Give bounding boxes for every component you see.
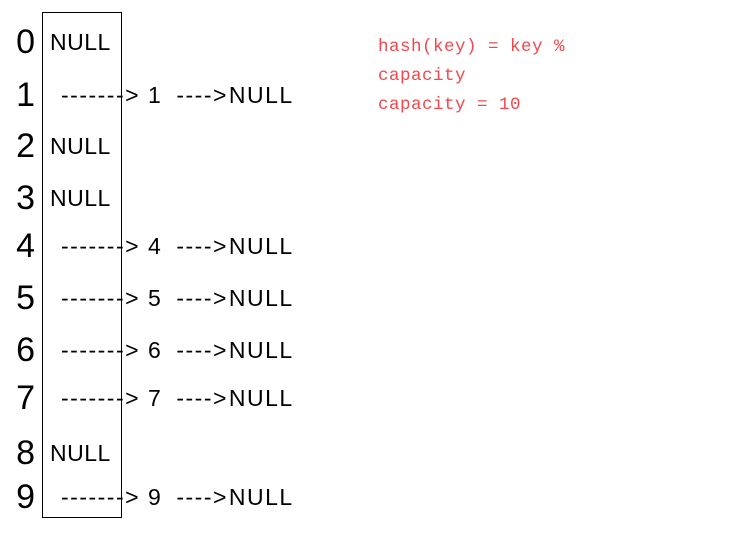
bucket-index: 9 — [16, 478, 35, 516]
bucket-chain: -------> 7 ----> NULL — [61, 385, 294, 412]
bucket-array-box — [42, 12, 122, 518]
bucket-empty-label: NULL — [50, 184, 111, 211]
node-value: 9 — [148, 483, 163, 510]
bucket-row-1: 1 -------> 1 ----> NULL — [0, 73, 294, 117]
bucket-empty-label: NULL — [50, 28, 111, 55]
hash-function-note: hash(key) = key % capacity capacity = 10 — [378, 33, 565, 120]
null-terminator: NULL — [228, 232, 294, 259]
null-terminator: NULL — [228, 81, 294, 108]
node-value: 6 — [148, 336, 163, 363]
null-terminator: NULL — [228, 336, 294, 363]
bucket-row-6: 6 -------> 6 ----> NULL — [0, 328, 294, 372]
bucket-index: 3 — [16, 179, 35, 217]
bucket-row-5: 5 -------> 5 ----> NULL — [0, 276, 294, 320]
pointer-arrow: -------> — [61, 336, 141, 363]
hash-function-line: capacity = 10 — [378, 95, 522, 115]
bucket-row-8: 8 NULL — [0, 431, 111, 475]
bucket-row-3: 3 NULL — [0, 176, 111, 220]
hash-function-line: hash(key) = key % — [378, 37, 566, 57]
bucket-index: 4 — [16, 227, 35, 265]
bucket-row-2: 2 NULL — [0, 124, 111, 168]
bucket-index: 2 — [16, 127, 35, 165]
bucket-chain: -------> 1 ----> NULL — [61, 82, 294, 109]
node-value: 5 — [148, 284, 163, 311]
bucket-row-4: 4 -------> 4 ----> NULL — [0, 224, 294, 268]
bucket-chain: -------> 6 ----> NULL — [61, 337, 294, 364]
pointer-arrow: -------> — [61, 232, 141, 259]
next-arrow: ----> — [176, 384, 228, 411]
null-terminator: NULL — [228, 483, 294, 510]
node-value: 7 — [148, 384, 163, 411]
next-arrow: ----> — [176, 81, 228, 108]
null-terminator: NULL — [228, 284, 294, 311]
bucket-index: 1 — [16, 76, 35, 114]
bucket-index: 6 — [16, 331, 35, 369]
next-arrow: ----> — [176, 336, 228, 363]
next-arrow: ----> — [176, 232, 228, 259]
bucket-chain: -------> 4 ----> NULL — [61, 233, 294, 260]
hash-function-line: capacity — [378, 66, 467, 86]
bucket-index: 5 — [16, 279, 35, 317]
next-arrow: ----> — [176, 284, 228, 311]
null-terminator: NULL — [228, 384, 294, 411]
node-value: 4 — [148, 232, 163, 259]
bucket-row-7: 7 -------> 7 ----> NULL — [0, 376, 294, 420]
pointer-arrow: -------> — [61, 81, 141, 108]
next-arrow: ----> — [176, 483, 228, 510]
bucket-empty-label: NULL — [50, 439, 111, 466]
bucket-row-0: 0 NULL — [0, 20, 111, 64]
pointer-arrow: -------> — [61, 483, 141, 510]
pointer-arrow: -------> — [61, 284, 141, 311]
bucket-index: 0 — [16, 23, 35, 61]
node-value: 1 — [148, 81, 163, 108]
pointer-arrow: -------> — [61, 384, 141, 411]
bucket-row-9: 9 -------> 9 ----> NULL — [0, 475, 294, 519]
bucket-index: 7 — [16, 379, 35, 417]
bucket-chain: -------> 9 ----> NULL — [61, 484, 294, 511]
bucket-empty-label: NULL — [50, 132, 111, 159]
bucket-chain: -------> 5 ----> NULL — [61, 285, 294, 312]
bucket-index: 8 — [16, 434, 35, 472]
